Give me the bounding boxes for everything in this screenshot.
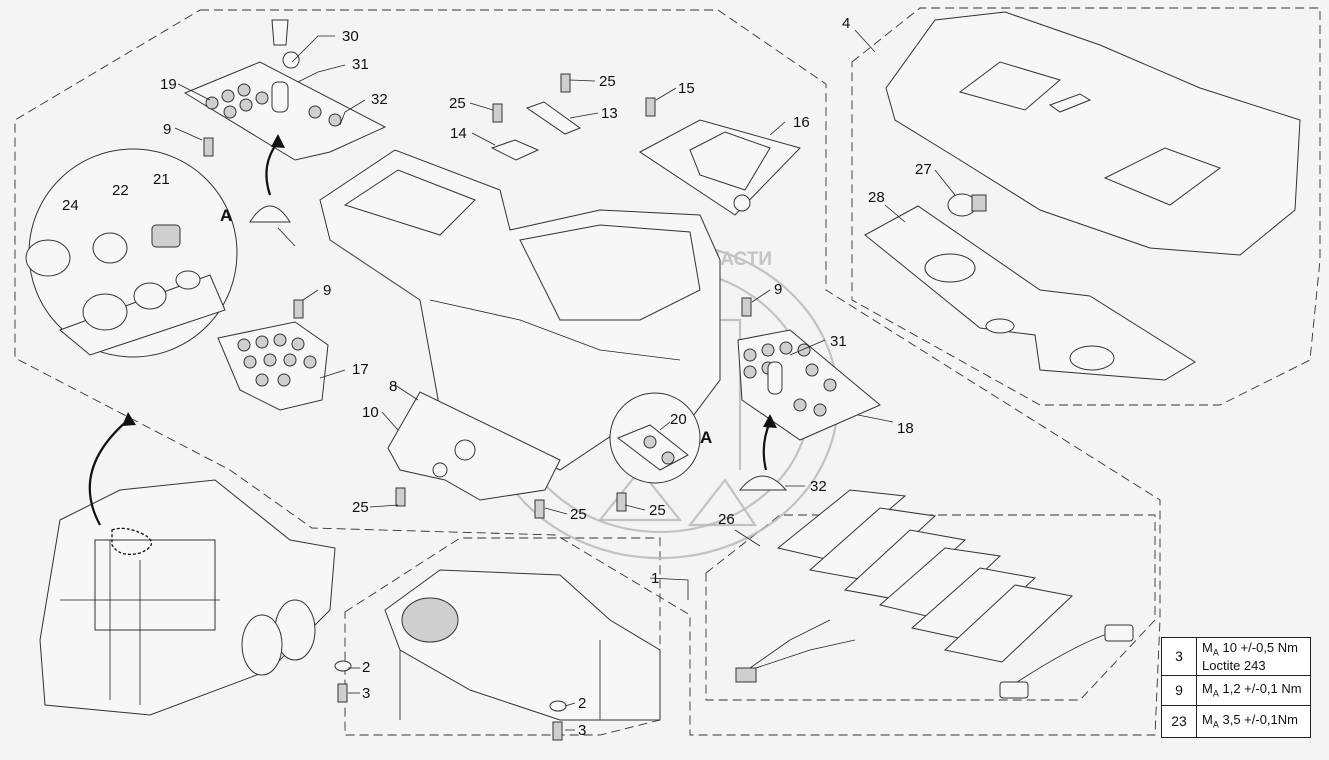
lock-25 (947, 193, 987, 217)
torque-symbol: M (1202, 640, 1213, 655)
callout-20: 21 (153, 171, 170, 188)
callout-9-mid: 9 (323, 282, 331, 299)
callout-13: 14 (450, 125, 467, 142)
plate-13 (490, 139, 540, 161)
torque-position: 9 (1161, 674, 1197, 706)
callout-16: 17 (352, 361, 369, 378)
callout-23-b: 25 (599, 73, 616, 90)
torque-value: 10 +/-0,5 Nm (1222, 640, 1298, 655)
keypad-17 (737, 329, 881, 471)
callout-3-right: 3 (578, 722, 586, 739)
callout-22: 24 (62, 197, 79, 214)
paver-machine (39, 412, 336, 716)
callout-17: 18 (897, 420, 914, 437)
boot-32 (249, 205, 291, 223)
display-14 (639, 119, 801, 216)
callout-1: 1 (651, 570, 659, 587)
callout-27: 30 (342, 28, 359, 45)
keypad-18 (183, 19, 387, 196)
group-outline-main (14, 9, 1161, 736)
leader-lines (174, 29, 956, 731)
torque-row: 9 MA 1,2 +/-0,1 Nm (1161, 674, 1311, 706)
torque-note: Loctite 243 (1202, 657, 1266, 673)
callout-12: 13 (601, 105, 618, 122)
callout-9-right: 9 (774, 281, 782, 298)
console-housing (319, 149, 721, 471)
detail-view-a (25, 148, 238, 358)
callout-30: 31 (830, 333, 847, 350)
torque-position: 3 (1161, 637, 1197, 676)
torque-symbol: M (1202, 712, 1213, 728)
cable-harnesses-24 (735, 489, 1134, 699)
torque-spec: MA 1,2 +/-0,1 Nm (1196, 674, 1311, 706)
callout-31: 32 (810, 478, 827, 495)
torque-spec: MA 3,5 +/-0,1Nm (1196, 704, 1311, 738)
callout-29: 32 (371, 91, 388, 108)
callout-23-a: 25 (449, 95, 466, 112)
callout-8: 8 (389, 378, 397, 395)
module-19 (609, 392, 701, 484)
keypad-16 (217, 321, 329, 411)
callout-19: 20 (670, 411, 687, 428)
callout-21: 22 (112, 182, 129, 199)
torque-spec: MA 10 +/-0,5 Nm Loctite 243 (1196, 637, 1311, 676)
callout-23-c: 25 (352, 499, 369, 516)
callout-15: 15 (678, 80, 695, 97)
seat-cushion-4 (885, 11, 1301, 256)
bracket-12 (525, 101, 582, 135)
callout-23-d: 25 (570, 506, 587, 523)
torque-subscript: A (1212, 719, 1219, 730)
callout-28: 31 (352, 56, 369, 73)
callout-2-right: 2 (578, 695, 586, 712)
torque-symbol: M (1202, 681, 1213, 697)
view-marker-a-center: A (700, 428, 712, 447)
view-marker-a-left: A (220, 206, 232, 225)
boot-31 (738, 475, 788, 491)
callout-14: 16 (793, 114, 810, 131)
torque-spec-table: 3 MA 10 +/-0,5 Nm Loctite 243 9 MA 1,2 +… (1161, 637, 1311, 738)
callout-24: 26 (718, 511, 735, 528)
torque-subscript: A (1212, 688, 1219, 699)
screws (203, 51, 752, 741)
callout-4: 4 (842, 15, 850, 32)
callout-9-top: 9 (163, 121, 171, 138)
torque-position: 23 (1161, 704, 1197, 738)
gasket-26 (864, 205, 1196, 381)
callout-10: 10 (362, 404, 379, 421)
callout-2-left: 2 (362, 659, 370, 676)
torque-subscript: A (1212, 647, 1219, 658)
torque-value: 1,2 +/-0,1 Nm (1222, 681, 1302, 697)
torque-row: 23 MA 3,5 +/-0,1Nm (1161, 704, 1311, 738)
callout-26: 28 (868, 189, 885, 206)
torque-row: 3 MA 10 +/-0,5 Nm Loctite 243 (1161, 637, 1311, 676)
console-base-frame (384, 569, 661, 721)
group-outline-cables (705, 514, 1156, 701)
plate-8 (387, 391, 561, 501)
callout-3-left: 3 (362, 685, 370, 702)
callout-23-e: 25 (649, 502, 666, 519)
callout-18: 19 (160, 76, 177, 93)
callout-25: 27 (915, 161, 932, 178)
group-outline-seat (851, 7, 1321, 406)
torque-value: 3,5 +/-0,1Nm (1222, 712, 1298, 728)
